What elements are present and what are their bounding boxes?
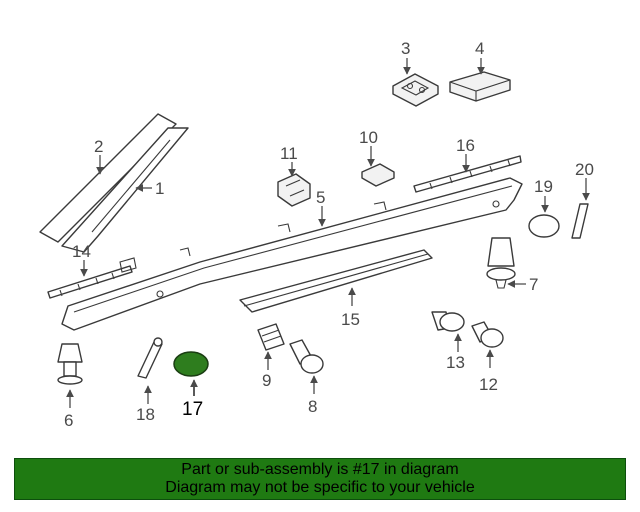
callout-11: 11 — [280, 144, 298, 163]
banner-line-2: Diagram may not be specific to your vehi… — [165, 479, 475, 496]
part-17-plug-highlighted[interactable] — [173, 351, 209, 377]
callout-8: 8 — [308, 397, 317, 416]
callout-5: 5 — [316, 188, 325, 207]
callout-17: 17 — [182, 399, 203, 420]
part-15-sill[interactable] — [239, 249, 433, 313]
callout-12: 12 — [479, 375, 498, 394]
callout-7: 7 — [529, 275, 538, 294]
part-1-pillar-trim[interactable] — [61, 127, 189, 253]
part-14-strip[interactable] — [47, 257, 137, 299]
part-11-clip[interactable] — [277, 173, 311, 207]
part-5-rocker-panel[interactable] — [61, 177, 523, 331]
part-18-retainer[interactable] — [137, 337, 163, 379]
callout-4: 4 — [475, 39, 484, 58]
callout-19: 19 — [534, 177, 553, 196]
part-6-clip[interactable] — [57, 343, 83, 385]
part-13-screw[interactable] — [431, 311, 465, 332]
part-7-clip[interactable] — [486, 237, 516, 289]
info-banner: Part or sub-assembly is #17 in diagram D… — [14, 458, 626, 500]
callout-6: 6 — [64, 411, 73, 430]
part-16-strip[interactable] — [413, 155, 522, 193]
callout-10: 10 — [359, 128, 378, 147]
callout-3: 3 — [401, 39, 410, 58]
banner-line-1: Part or sub-assembly is #17 in diagram — [181, 461, 459, 478]
callout-18: 18 — [136, 405, 155, 424]
part-12-screw[interactable] — [471, 321, 504, 348]
part-3-bracket[interactable] — [392, 73, 439, 107]
callout-2: 2 — [94, 137, 103, 156]
callout-15: 15 — [341, 310, 360, 329]
part-9-grommet[interactable] — [257, 323, 285, 351]
part-20-strap[interactable] — [571, 203, 589, 239]
callout-16: 16 — [456, 136, 475, 155]
part-19-plug[interactable] — [528, 214, 560, 238]
callout-9: 9 — [262, 371, 271, 390]
callout-13: 13 — [446, 353, 465, 372]
part-4-pad[interactable] — [449, 71, 511, 102]
callout-20: 20 — [575, 160, 594, 179]
parts-diagram: 3 4 2 1 11 10 16 5 — [39, 39, 594, 430]
part-10-clip[interactable] — [361, 163, 395, 187]
part-8-screw[interactable] — [289, 339, 324, 374]
callout-14: 14 — [72, 242, 91, 261]
callout-1: 1 — [155, 179, 164, 198]
part-2-pillar-seal[interactable] — [39, 113, 177, 243]
